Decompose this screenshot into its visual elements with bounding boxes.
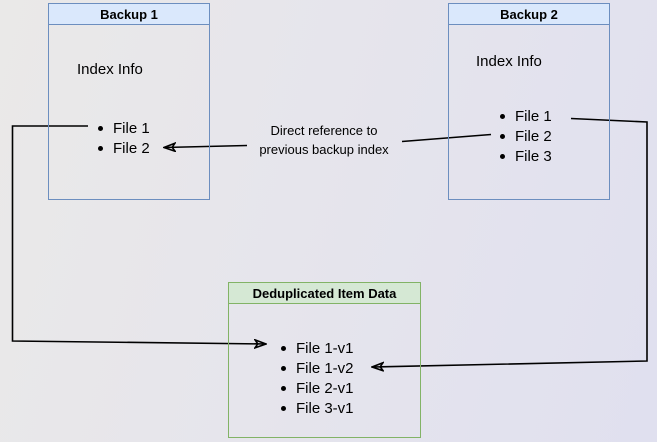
bullet-icon [281,405,286,411]
file-label: File 1-v1 [296,339,354,357]
file-label: File 2 [113,139,150,157]
list-item: File 3 [500,146,552,166]
file-label: File 1-v2 [296,359,354,377]
backup2-box: Backup 2 Index Info File 1 File 2 File 3 [448,3,610,200]
bullet-icon [500,153,505,159]
backup1-box: Backup 1 Index Info File 1 File 2 [48,3,210,200]
bullet-icon [281,345,286,351]
list-item: File 1 [98,118,150,138]
backup1-title: Backup 1 [49,4,209,25]
backup2-title: Backup 2 [449,4,609,25]
list-item: File 2-v1 [281,378,354,398]
bullet-icon [281,385,286,391]
direct-reference-connector-label: Direct reference to previous backup inde… [243,121,405,159]
deduplicated-item-data-box: Deduplicated Item Data File 1-v1 File 1-… [228,282,421,438]
file-label: File 3 [515,147,552,165]
bullet-icon [500,113,505,119]
list-item: File 1-v1 [281,338,354,358]
backup1-index-info-label: Index Info [77,61,143,78]
file-label: File 3-v1 [296,399,354,417]
list-item: File 1 [500,106,552,126]
list-item: File 3-v1 [281,398,354,418]
list-item: File 2 [500,126,552,146]
file-label: File 2-v1 [296,379,354,397]
list-item: File 2 [98,138,150,158]
backup2-index-info-label: Index Info [476,53,542,70]
backup1-file-list: File 1 File 2 [98,118,150,158]
list-item: File 1-v2 [281,358,354,378]
bullet-icon [500,133,505,139]
dedup-file-list: File 1-v1 File 1-v2 File 2-v1 File 3-v1 [281,338,354,418]
bullet-icon [98,125,103,131]
bullet-icon [281,365,286,371]
connector-label-line2: previous backup index [259,142,389,157]
deduplicated-item-data-title: Deduplicated Item Data [229,283,420,304]
file-label: File 1 [515,107,552,125]
connector-label-line1: Direct reference to [270,123,378,138]
backup2-file-list: File 1 File 2 File 3 [500,106,552,166]
file-label: File 1 [113,119,150,137]
file-label: File 2 [515,127,552,145]
bullet-icon [98,145,103,151]
